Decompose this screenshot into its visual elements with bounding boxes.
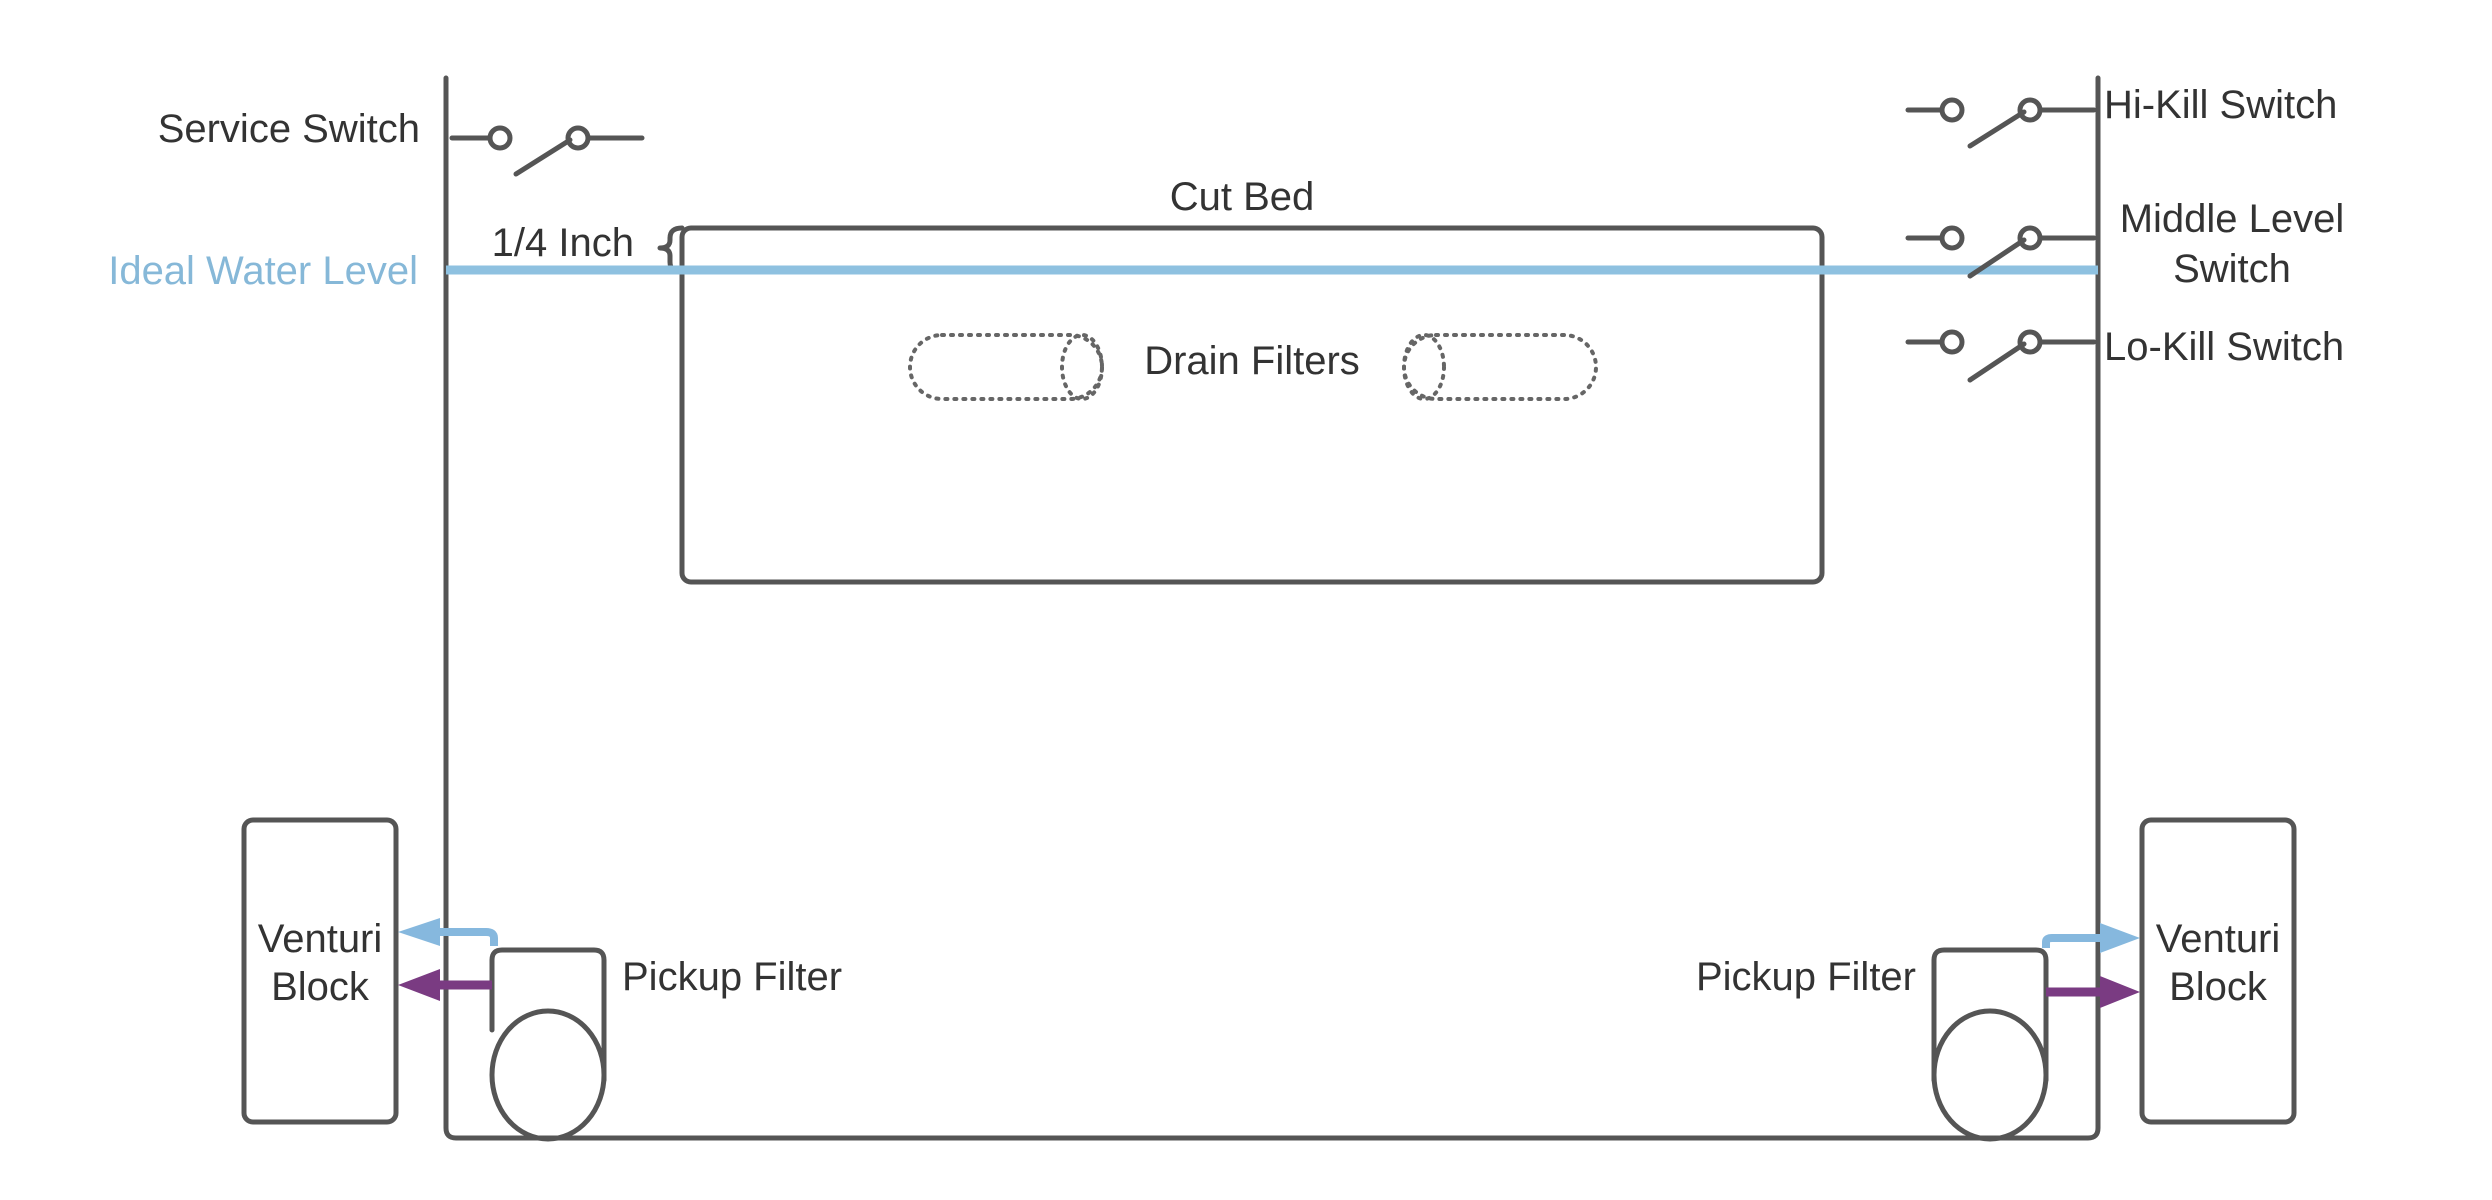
right-water-flow-arrow [2042, 923, 2140, 953]
lo-kill-switch-icon [1905, 329, 2097, 383]
drain-filter-right [1402, 333, 1598, 401]
service-switch-icon [449, 125, 645, 177]
pickup-filter-right [1931, 947, 2049, 1142]
right-purple-flow-arrow [2046, 976, 2140, 1008]
venturi-right-label-line1: Venturi [2156, 917, 2281, 961]
pickup-filter-right-label: Pickup Filter [1696, 955, 1916, 999]
venturi-left-label-line1: Venturi [258, 917, 383, 961]
venturi-left-label-line2: Block [271, 965, 370, 1009]
drain-filters-label: Drain Filters [1144, 339, 1360, 383]
lo-kill-switch-label: Lo-Kill Switch [2104, 325, 2344, 369]
middle-level-switch-label-line2: Switch [2173, 247, 2291, 291]
quarter-inch-label: 1/4 Inch [492, 221, 634, 265]
hi-kill-switch-label: Hi-Kill Switch [2104, 83, 2337, 127]
left-purple-flow-arrow [398, 969, 492, 1001]
cut-bed-label: Cut Bed [1170, 175, 1315, 219]
pickup-filter-left [489, 947, 607, 1142]
hi-kill-switch-icon [1905, 97, 2097, 149]
drain-filter-left [908, 333, 1104, 401]
ideal-water-level-label: Ideal Water Level [108, 249, 418, 293]
venturi-block-right [2139, 817, 2297, 1125]
middle-level-switch-icon [1905, 225, 2097, 279]
quarter-inch-brace [657, 225, 685, 275]
cut-bed [679, 225, 1825, 585]
left-water-flow-arrow [398, 918, 498, 946]
middle-level-switch-label-line1: Middle Level [2120, 197, 2345, 241]
pickup-filter-left-label: Pickup Filter [622, 955, 842, 999]
tank-outline [443, 75, 2101, 1141]
venturi-block-left [241, 817, 399, 1125]
venturi-right-label-line2: Block [2169, 965, 2268, 1009]
service-switch-label: Service Switch [158, 107, 420, 151]
